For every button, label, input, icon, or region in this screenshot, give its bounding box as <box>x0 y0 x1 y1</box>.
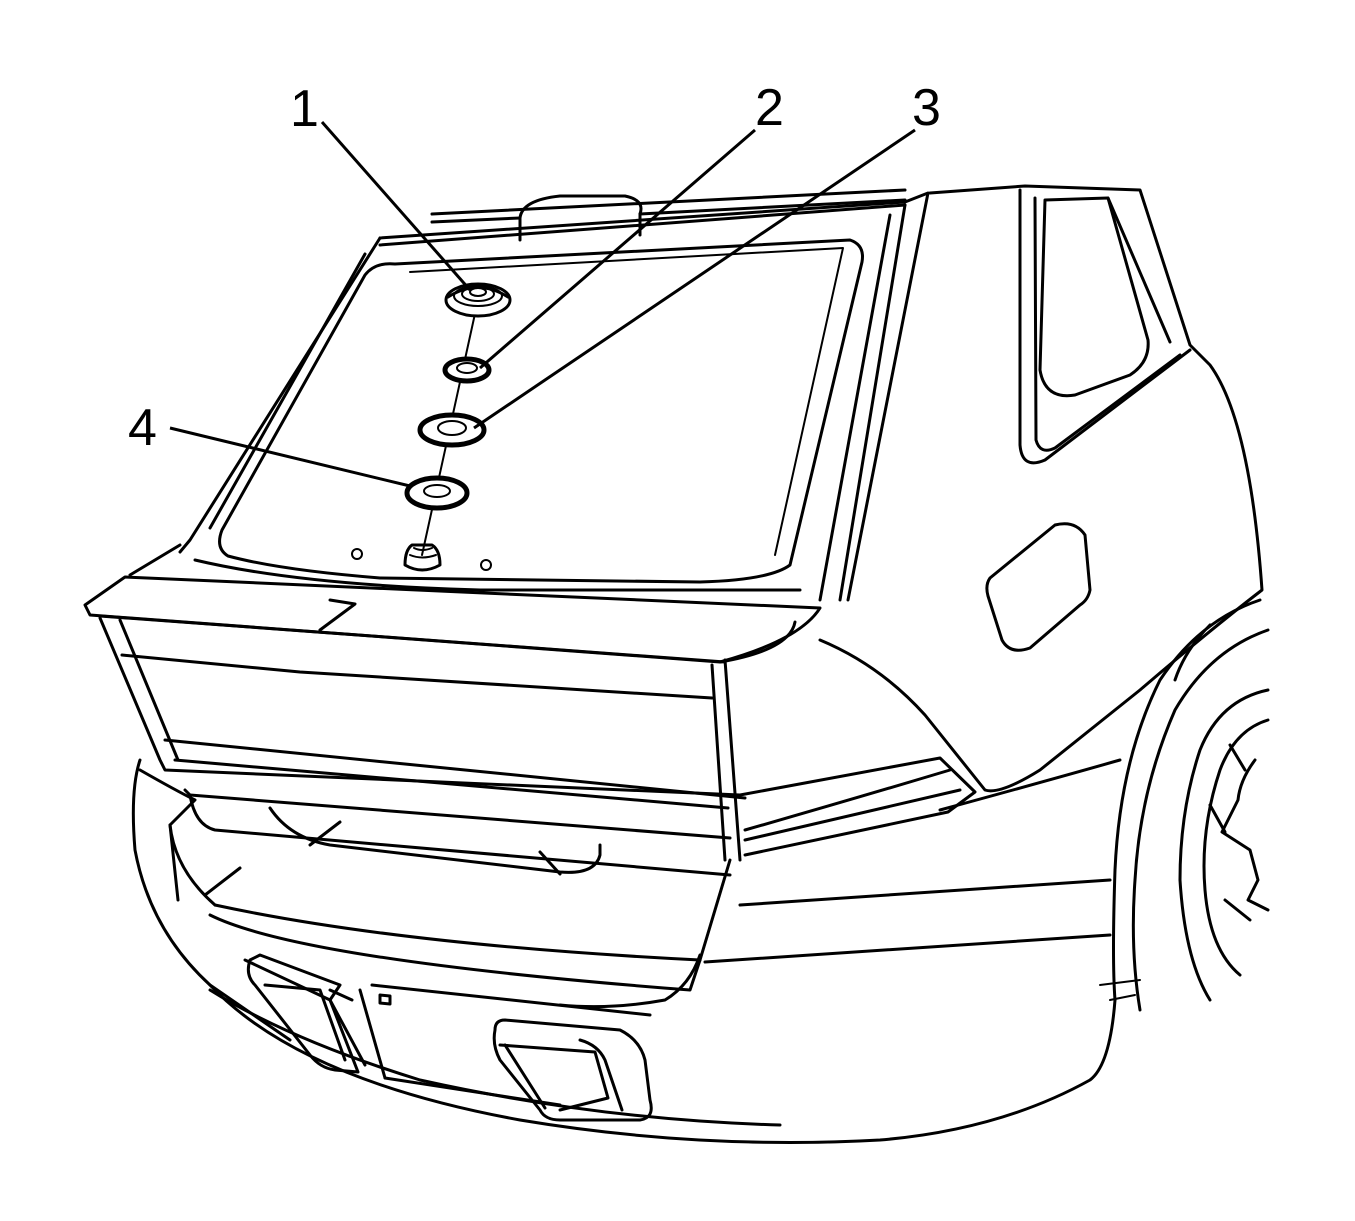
callout-labels: 1 2 3 4 <box>128 79 941 457</box>
bumper-pods <box>246 953 653 1122</box>
rear-spoiler <box>83 543 822 664</box>
antenna-nut-part-2 <box>442 356 492 384</box>
callout-1: 1 <box>290 80 319 138</box>
leader-lines <box>169 121 916 488</box>
mount-hole-left <box>351 548 363 560</box>
liftgate-panel <box>98 616 747 962</box>
callout-2: 2 <box>755 79 784 137</box>
callout-3: 3 <box>912 79 941 137</box>
antenna-base <box>403 543 442 572</box>
leader-line-2 <box>479 128 756 370</box>
callout-4: 4 <box>128 399 157 457</box>
rear-window <box>178 191 930 602</box>
roof-outline <box>378 188 907 247</box>
leader-line-4 <box>169 426 411 488</box>
antenna-assembly <box>351 282 512 572</box>
tail-lamp <box>738 756 977 857</box>
leader-line-3 <box>473 128 916 430</box>
antenna-gasket-part-4 <box>404 475 470 511</box>
leader-line-1 <box>320 121 472 291</box>
antenna-bezel-part-3 <box>417 412 487 448</box>
quarter-panel <box>818 184 1264 793</box>
mount-hole-right <box>480 559 492 571</box>
rear-bumper <box>131 758 1122 1144</box>
antenna-cap-part-1 <box>444 282 512 318</box>
rear-wheel <box>1099 598 1270 1012</box>
